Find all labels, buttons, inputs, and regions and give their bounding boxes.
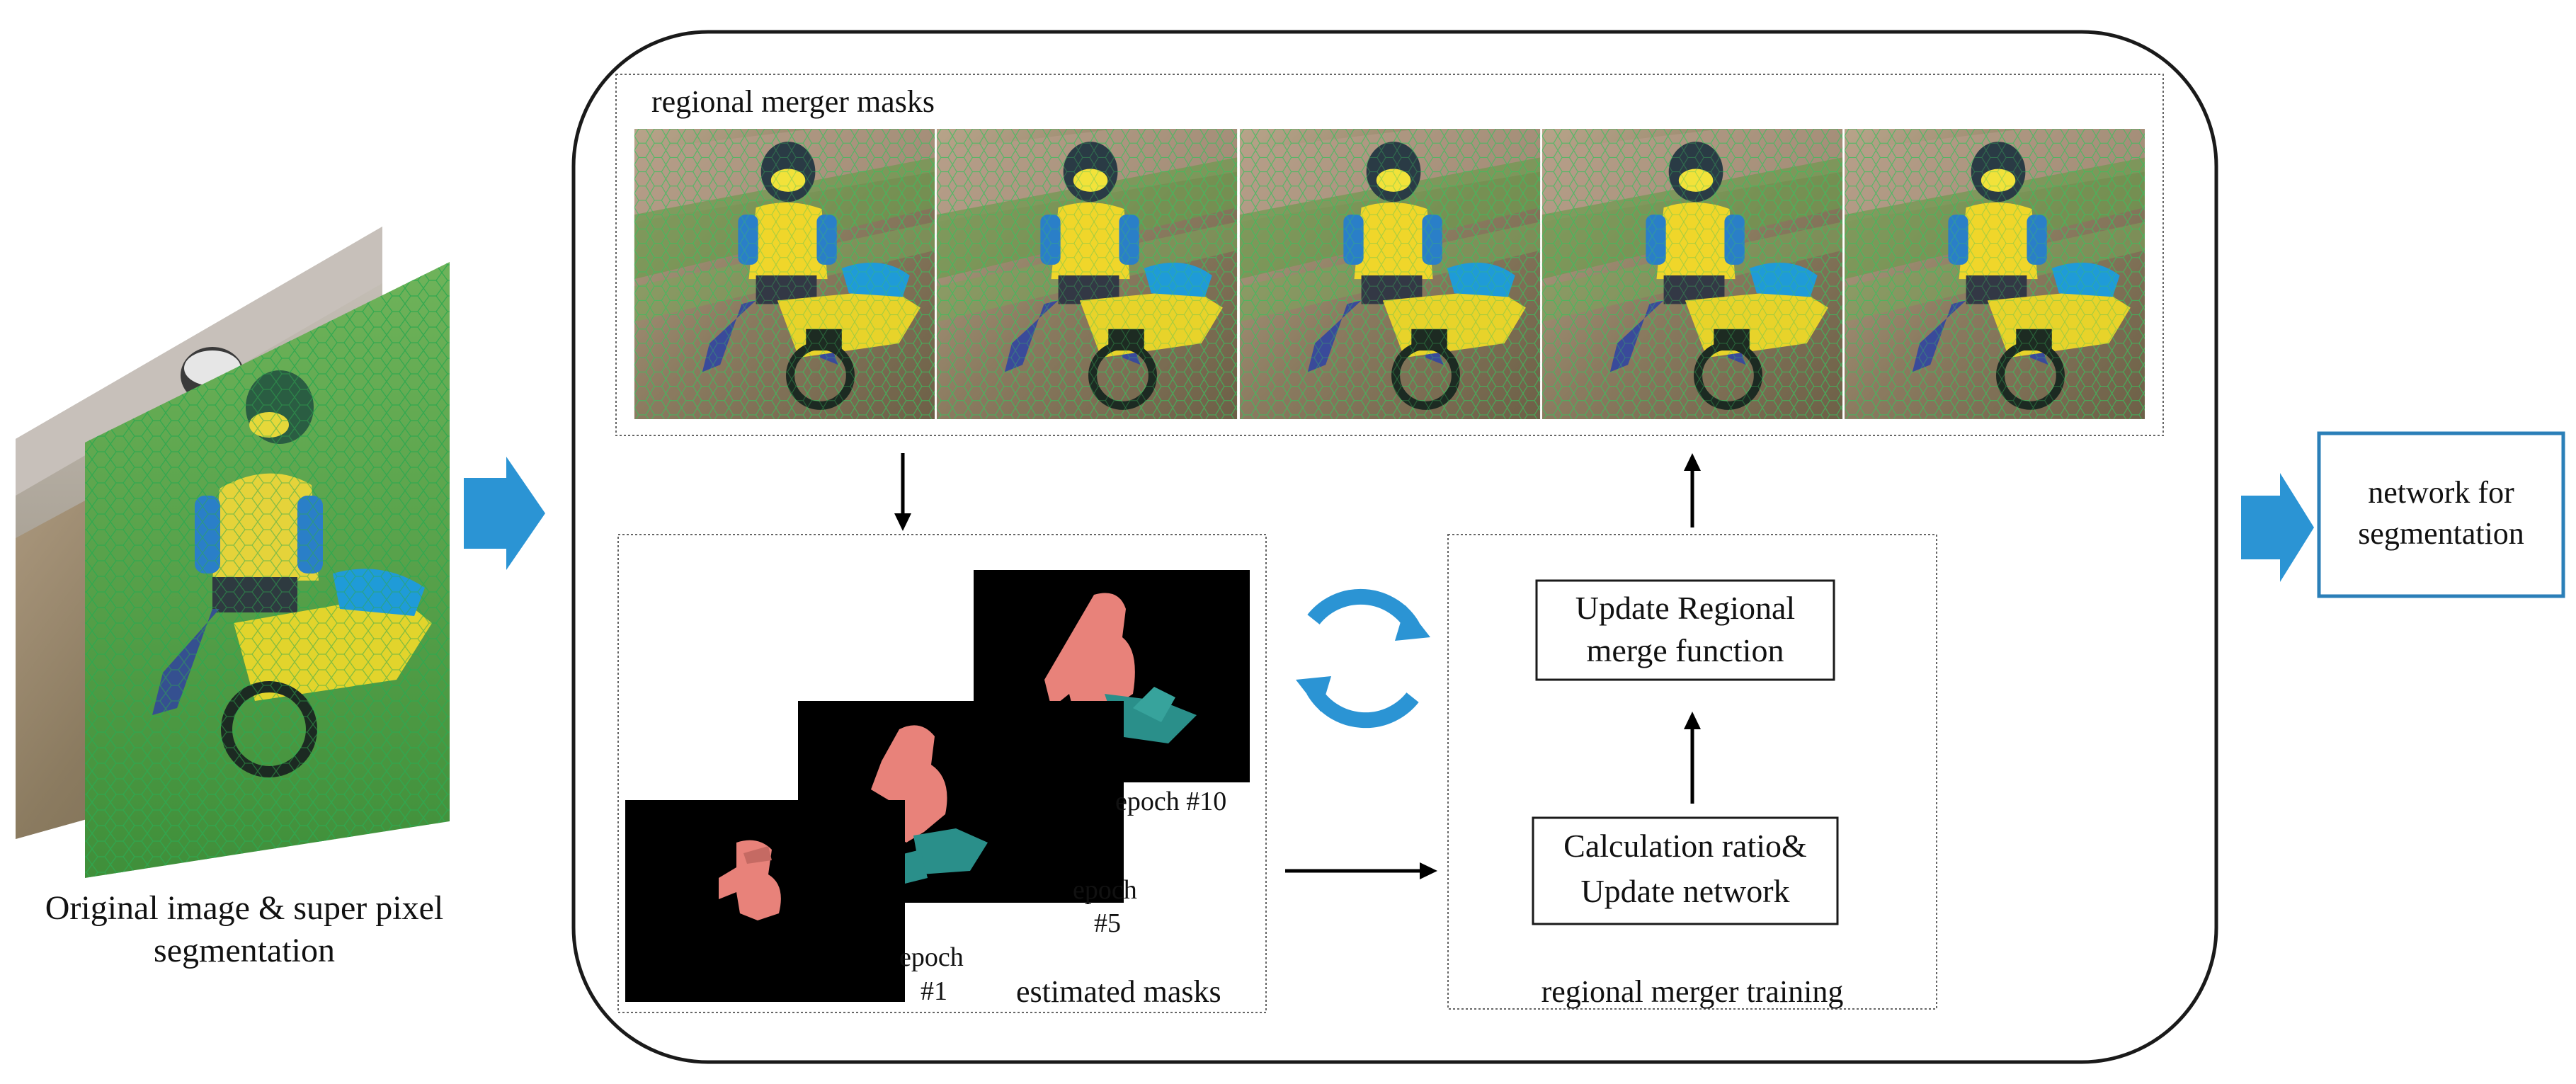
main-container xyxy=(571,30,2218,1064)
mask-epoch-10 xyxy=(974,570,1250,782)
cycle-icon xyxy=(1306,588,1420,729)
output-box xyxy=(2317,431,2565,598)
mask-epoch-1 xyxy=(625,800,905,1002)
epoch-5-number: #5 xyxy=(1094,908,1121,938)
epoch-5-label: epoch xyxy=(1073,875,1137,905)
calculation-ratio-box xyxy=(1532,816,1839,925)
training-frame xyxy=(1447,534,1937,1010)
input-caption-line2: segmentation xyxy=(154,932,335,969)
update-merge-function-box xyxy=(1535,579,1835,681)
right-arrow-icon xyxy=(464,457,545,570)
merger-masks-frame xyxy=(615,74,2164,436)
estimated-masks-title: estimated masks xyxy=(1016,974,1221,1009)
merger-mask-strip xyxy=(634,115,2145,419)
update-merge-line2: merge function xyxy=(1586,632,1784,668)
input-front-image xyxy=(85,262,450,878)
epoch-1-label: epoch xyxy=(899,942,964,972)
input-caption-line1: Original image & super pixel xyxy=(45,889,444,927)
calc-ratio-line1: Calculation ratio& xyxy=(1563,828,1807,864)
epoch-10-label: epoch #10 xyxy=(1115,787,1227,816)
merger-masks-title: regional merger masks xyxy=(651,84,935,119)
flow-arrows xyxy=(894,453,1701,879)
epoch-1-number: #1 xyxy=(921,976,947,1006)
calc-ratio-line2: Update network xyxy=(1580,873,1790,909)
estimated-masks-frame xyxy=(617,534,1267,1013)
update-merge-line1: Update Regional xyxy=(1575,590,1796,626)
training-title: regional merger training xyxy=(1541,974,1844,1009)
output-arrow-icon xyxy=(2241,473,2314,582)
output-line2: segmentation xyxy=(2358,516,2524,551)
output-line1: network for xyxy=(2368,475,2514,510)
